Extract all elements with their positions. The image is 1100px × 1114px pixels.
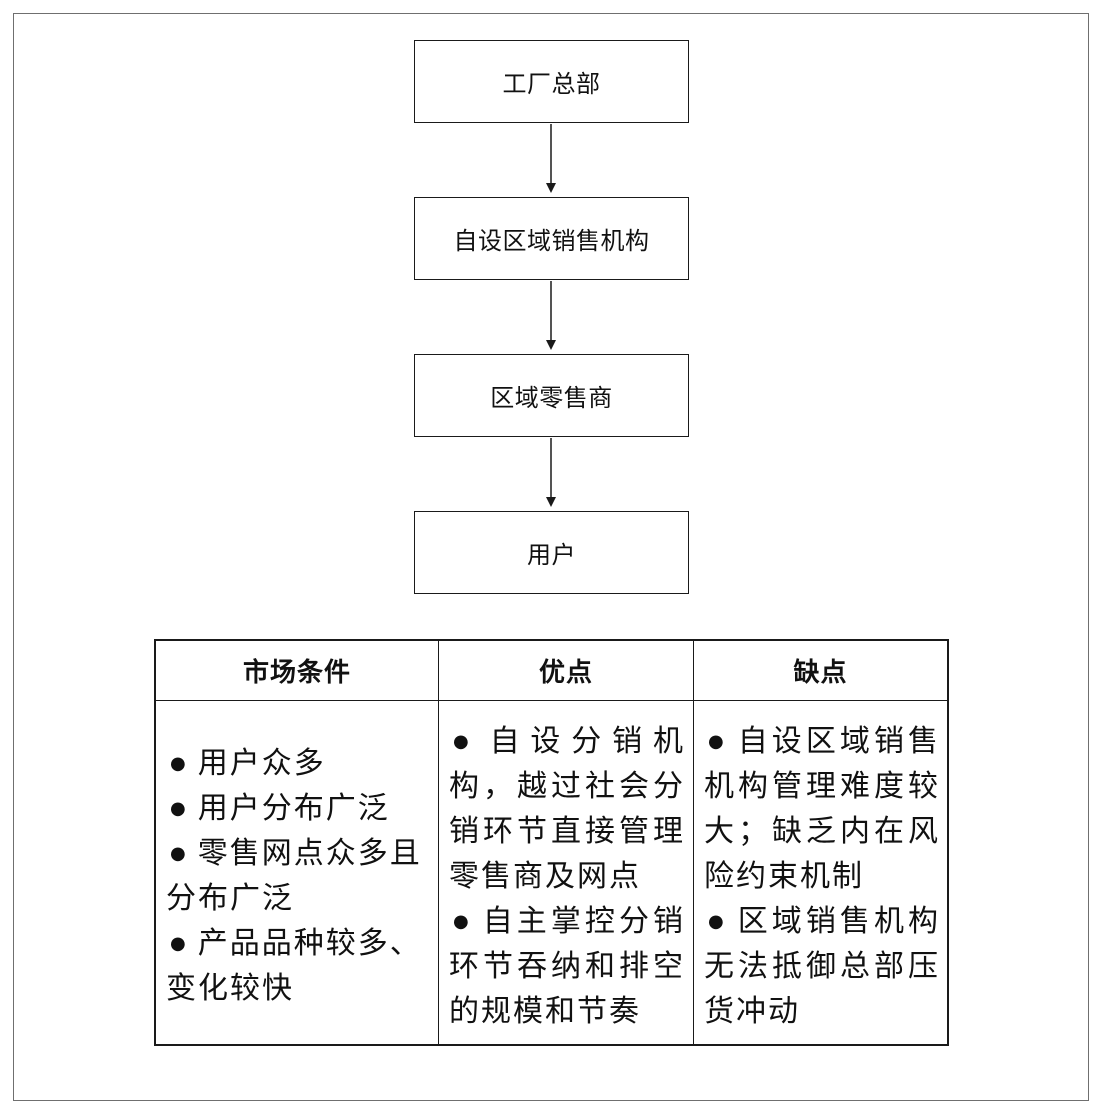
list-item: 自设区域销售机构管理难度较大；缺乏内在风险约束机制 (704, 719, 940, 899)
list-item: 区域销售机构无法抵御总部压货冲动 (704, 899, 940, 1034)
node-regional-sales-organization: 自设区域销售机构 (414, 197, 689, 280)
header-disadvantages: 缺点 (793, 658, 848, 688)
cell-market-conditions: 用户众多 用户分布广泛 零售网点众多且分布广泛 产品品种较多、变化较快 (166, 741, 434, 1011)
node-regional-retailer: 区域零售商 (414, 354, 689, 437)
column-divider (693, 641, 694, 1044)
header-market-conditions: 市场条件 (242, 658, 351, 688)
cell-advantages: 自设分销机构，越过社会分销环节直接管理零售商及网点 自主掌控分销环节吞纳和排空的… (449, 719, 685, 1034)
list-item: 自主掌控分销环节吞纳和排空的规模和节奏 (449, 899, 685, 1034)
cell-disadvantages: 自设区域销售机构管理难度较大；缺乏内在风险约束机制 区域销售机构无法抵御总部压货… (704, 719, 940, 1034)
list-item: 产品品种较多、变化较快 (166, 921, 434, 1011)
list-item: 零售网点众多且分布广泛 (166, 831, 434, 921)
header-advantages: 优点 (538, 658, 593, 688)
column-divider (438, 641, 439, 1044)
outer-frame (13, 13, 1089, 1101)
list-item: 用户分布广泛 (166, 786, 434, 831)
list-item: 用户众多 (166, 741, 434, 786)
list-item: 自设分销机构，越过社会分销环节直接管理零售商及网点 (449, 719, 685, 899)
node-factory-headquarters: 工厂总部 (414, 40, 689, 123)
comparison-table: 市场条件 优点 缺点 用户众多 用户分布广泛 零售网点众多且分布广泛 产品品种较… (154, 639, 949, 1046)
node-user: 用户 (414, 511, 689, 594)
header-divider (156, 700, 947, 701)
